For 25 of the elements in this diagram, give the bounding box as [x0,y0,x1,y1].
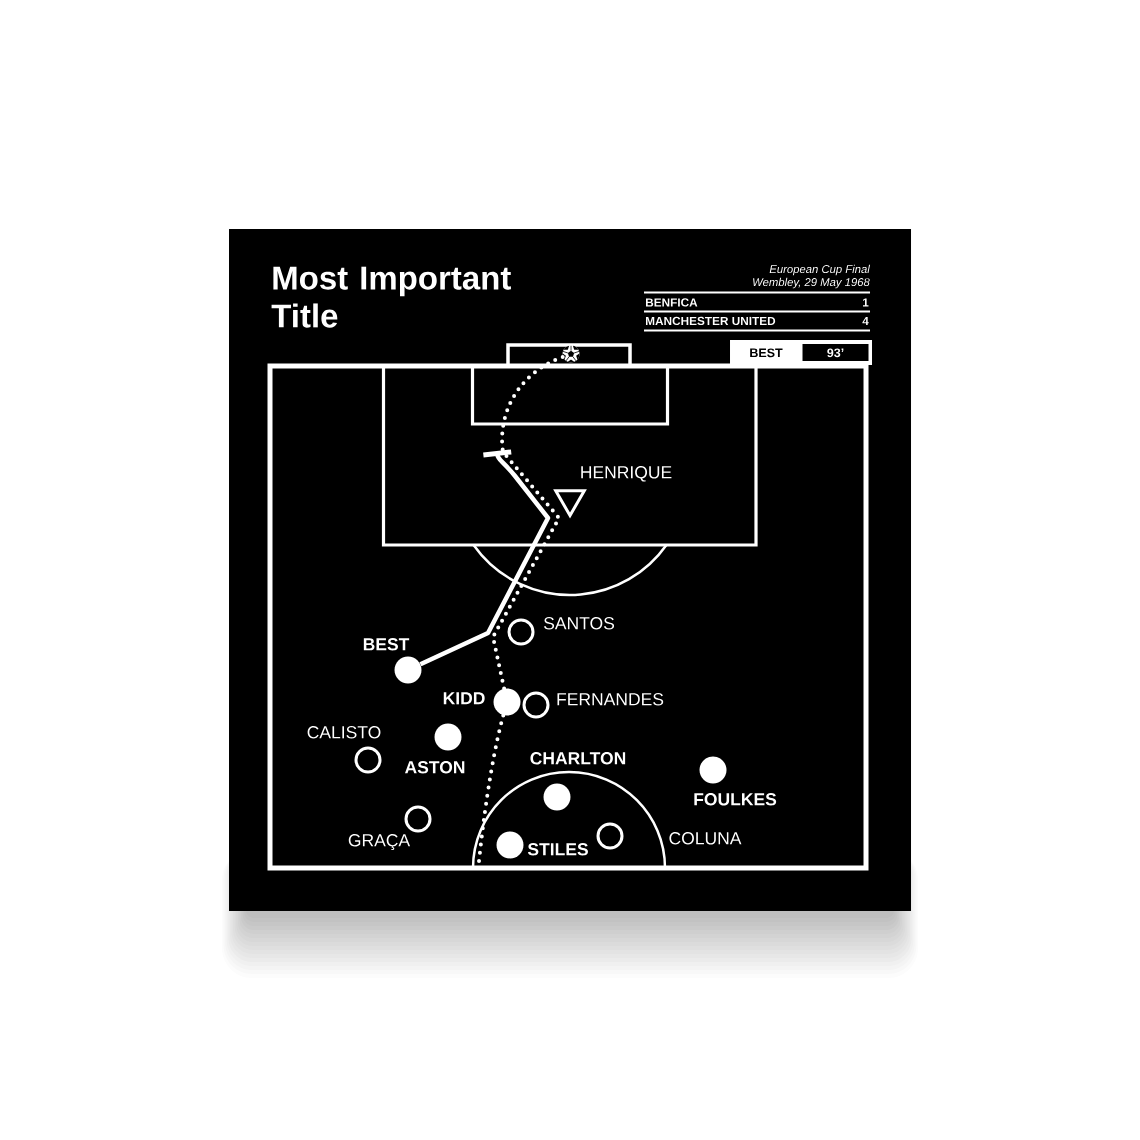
player-name: KIDD [443,692,485,705]
score: 1 [863,298,869,307]
ball-path [477,713,506,863]
team-name: MANCHESTER UNITED [646,316,776,326]
poster-title: Most Important Title [271,266,511,328]
player-name: CHARLTON [530,752,626,765]
player-name: ASTON [405,761,465,774]
score: 4 [862,316,869,325]
player-name: SANTOS [544,617,615,630]
player-name: HENRIQUE [581,466,672,482]
player-name: FERNANDES [557,693,664,706]
player-name: COLUNA [669,832,742,845]
match-info: European Cup Final [769,264,871,276]
player-name: FOULKES [694,793,777,806]
ball-path [491,354,565,691]
player-name: CALISTO [307,726,381,739]
run-path [419,449,551,667]
player-name: STILES [527,843,588,856]
match-minute: 93’ [802,344,869,361]
match-info: Wembley, 29 May 1968 [753,277,870,289]
football-icon [562,345,580,363]
player-name: BEST [363,638,410,651]
node-label: BEST [750,348,783,358]
player-name: GRAÇA [348,834,411,850]
team-name: BENFICA [646,298,698,307]
